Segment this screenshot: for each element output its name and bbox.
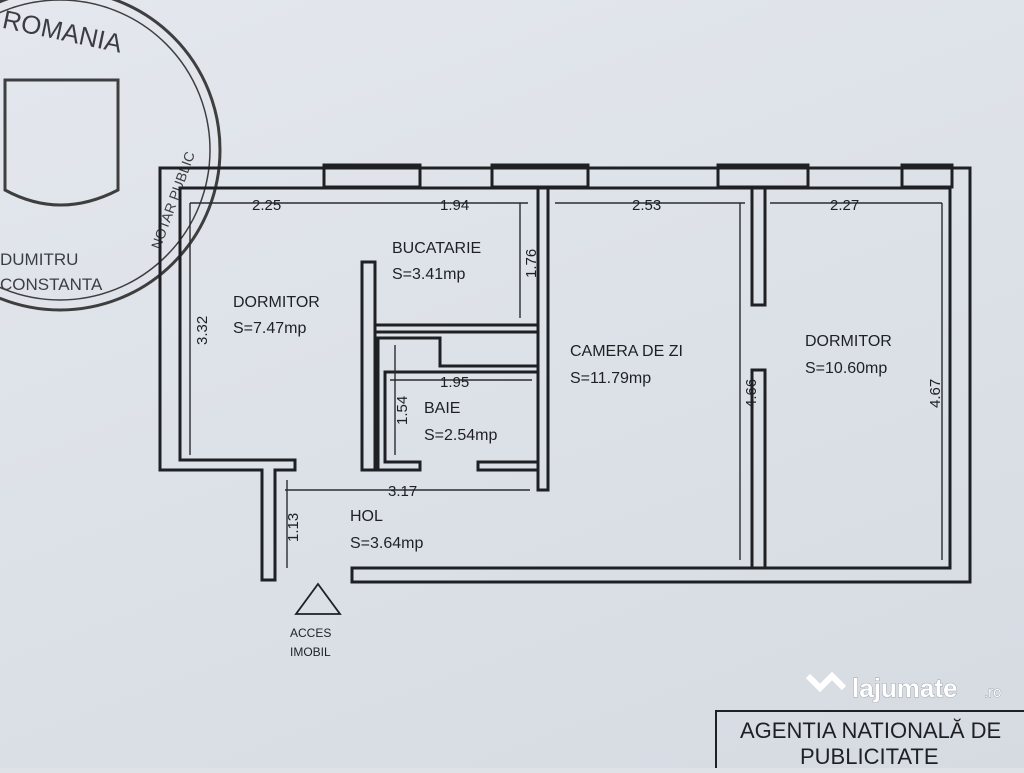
entrance-label: ACCES <box>290 626 331 640</box>
dim-label: 2.25 <box>252 197 281 214</box>
dim-label: 4.66 <box>743 379 760 408</box>
triangle-icon <box>294 582 342 615</box>
room-name: BAIE <box>424 400 460 417</box>
title-block-line-1: AGENTIA NATIONALĂ DE <box>740 718 1001 743</box>
room-name: DORMITOR <box>805 333 892 350</box>
dim-label: 1.13 <box>285 513 302 542</box>
dim-label: 1.54 <box>394 396 411 425</box>
title-block-line-2: PUBLICITATE <box>800 744 939 768</box>
dim-label: 2.27 <box>830 197 859 214</box>
dim-label: 1.95 <box>440 374 469 391</box>
dim-label: 3.17 <box>388 483 417 500</box>
room-name: BUCATARIE <box>392 240 481 257</box>
dimension-labels: 2.25 1.94 2.53 2.27 3.32 1.76 1.95 1.54 … <box>194 197 944 542</box>
dim-label: 1.76 <box>523 249 540 278</box>
entrance-marker: ACCES IMOBIL <box>290 582 342 659</box>
notary-stamp: ROMANIA NOTAR PUBLIC DUMITRU CONSTANTA <box>0 0 222 312</box>
dim-label: 3.32 <box>194 316 211 345</box>
watermark-brand: lajumate <box>852 673 958 703</box>
dimension-lines <box>189 202 943 568</box>
title-block: AGENTIA NATIONALĂ DE PUBLICITATE <box>715 710 1024 769</box>
coat-of-arms-icon <box>3 78 120 207</box>
dim-label: 4.67 <box>927 379 944 408</box>
stamp-top-text: ROMANIA <box>0 4 126 59</box>
watermark-logo-icon <box>805 671 847 693</box>
stamp-bottom-text-2: CONSTANTA <box>0 275 103 294</box>
room-area: S=11.79mp <box>570 370 651 387</box>
entrance-label: IMOBIL <box>290 645 331 659</box>
watermark: lajumate .ro <box>805 671 1002 703</box>
dim-label: 2.53 <box>632 197 661 214</box>
room-name: HOL <box>350 508 383 525</box>
room-area: S=2.54mp <box>424 427 497 444</box>
walls <box>158 163 972 584</box>
room-labels: DORMITOR S=7.47mp BUCATARIE S=3.41mp BAI… <box>233 240 892 552</box>
room-area: S=10.60mp <box>805 360 887 377</box>
watermark-suffix: .ro <box>984 684 1002 701</box>
room-area: S=7.47mp <box>233 320 306 337</box>
room-area: S=3.64mp <box>350 535 423 552</box>
dim-label: 1.94 <box>440 197 469 214</box>
room-name: DORMITOR <box>233 294 320 311</box>
stamp-bottom-text-1: DUMITRU <box>0 250 78 269</box>
room-area: S=3.41mp <box>392 266 465 283</box>
room-name: CAMERA DE ZI <box>570 343 683 360</box>
